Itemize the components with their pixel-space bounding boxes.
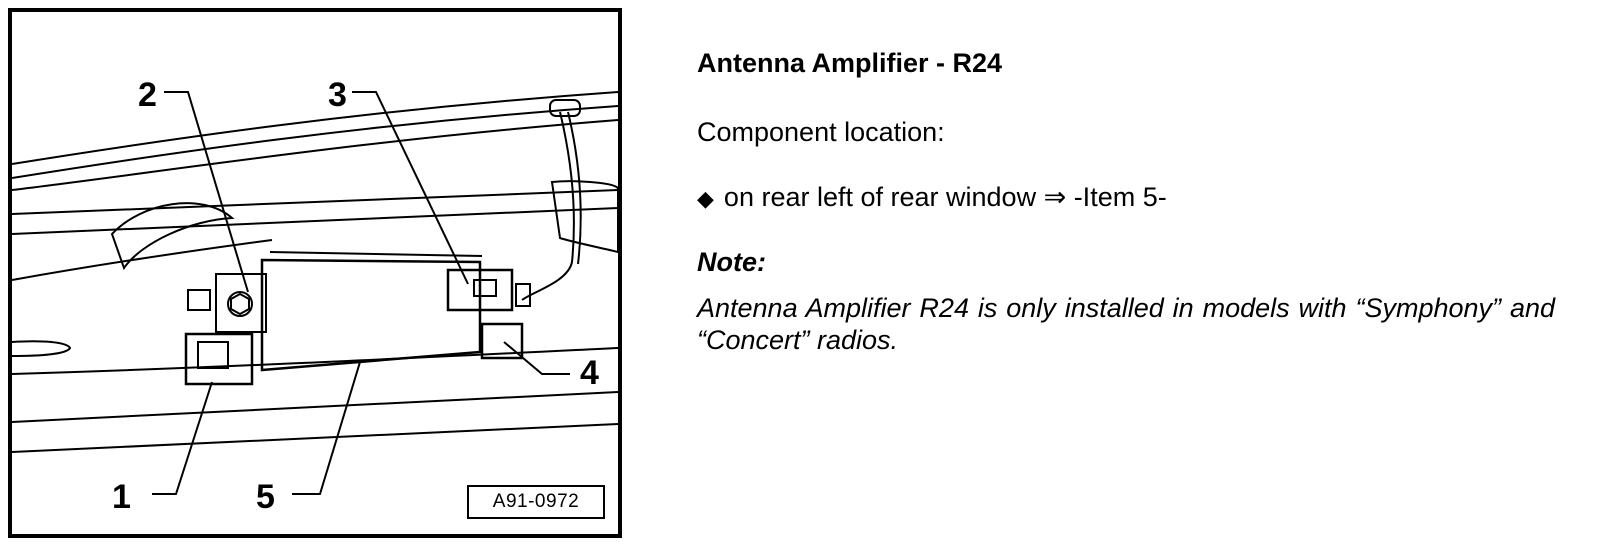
location-text: on rear left of rear window ⇒ -Item 5-	[723, 182, 1167, 212]
component-illustration: 2 3 4 1 5 A91-0972	[8, 8, 622, 538]
note-text: Antenna Amplifier R24 is only installed …	[697, 293, 1555, 355]
location-bullet: ◆ on rear left of rear window ⇒ -Item 5-	[697, 182, 1555, 213]
figure-id-label: A91-0972	[467, 485, 605, 519]
component-location-label: Component location:	[697, 117, 945, 147]
section-title: Antenna Amplifier - R24	[697, 48, 1003, 78]
callout-3: 3	[328, 76, 347, 114]
callout-5: 5	[256, 478, 275, 516]
callout-2: 2	[138, 76, 157, 114]
note-heading: Note:	[697, 247, 766, 277]
callout-1: 1	[112, 478, 131, 516]
diamond-bullet-icon: ◆	[697, 186, 714, 211]
description-column: Antenna Amplifier - R24 Component locati…	[697, 48, 1555, 356]
callout-4: 4	[580, 354, 599, 392]
amplifier-drawing	[12, 91, 618, 495]
